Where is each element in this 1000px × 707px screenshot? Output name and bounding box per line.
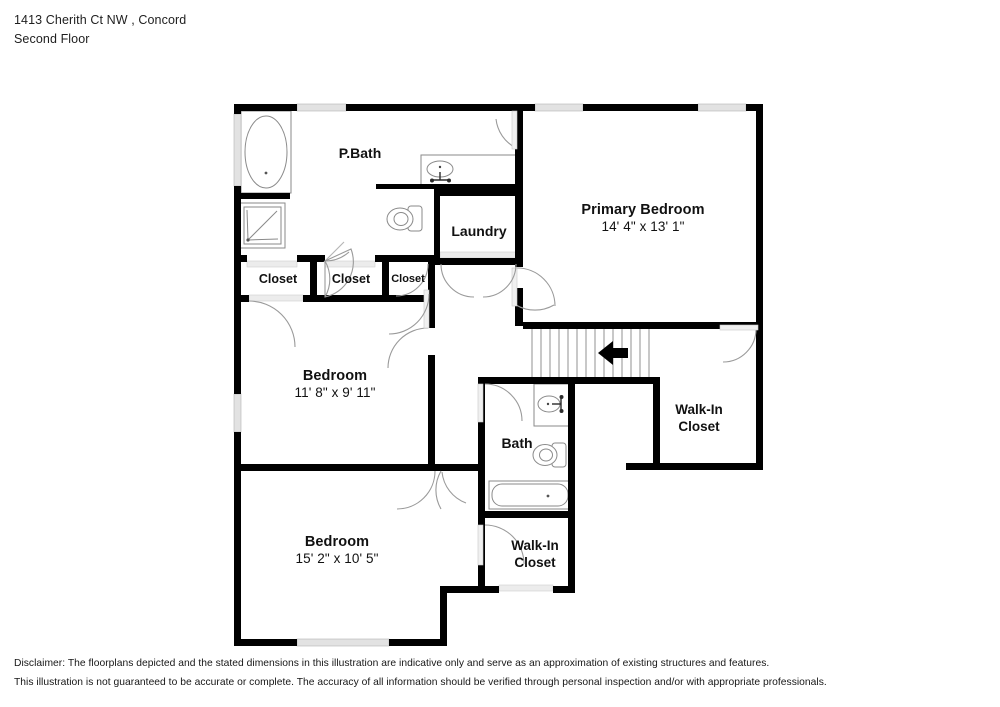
wall-stairs-bottom-left [478,377,582,384]
wall-walkin-left [653,377,660,467]
wall-closet-div-2 [382,255,389,302]
wall-bath-bottom [478,511,575,518]
opening-laundry [439,251,519,259]
window-top-primary-right [697,103,747,112]
wall-pbath-vanity [376,184,521,189]
opening-bedroom1-closet [248,294,304,302]
floor-label: Second Floor [14,32,90,47]
wall-closets-top-3 [375,255,435,262]
wall-closets-bottom-1 [234,295,249,302]
disclaimer-line-1: Disclaimer: The floorplans depicted and … [14,658,770,669]
window-top-primary-left [534,103,584,112]
plan-header: 1413 Cherith Ct NW , Concord Second Floo… [14,11,186,50]
hall-bath-sink-icon [533,383,571,427]
wall-bath-right [568,377,575,590]
wall-primary-left-mid [515,189,523,267]
wall-bedroom1-bottom-1 [234,464,435,471]
window-bottom-bedroom2 [296,638,390,647]
wall-tub-bottom [234,193,290,199]
wall-laundry-top [434,189,522,196]
wall-hall-left-1 [428,255,435,328]
wall-bottom-2 [389,639,447,646]
wall-top-3 [583,104,698,111]
wall-bath-left [478,377,485,590]
window-left-bedroom1 [233,393,242,433]
wall-laundry-bottom [434,258,522,265]
stairs-direction-arrow-icon [598,341,628,365]
wall-hall-left-2 [428,355,435,471]
wall-stairs-bottom-right [575,377,660,384]
wall-closets-bottom-2 [303,295,435,302]
wall-top-4 [746,104,763,111]
wall-step-vert [440,593,447,646]
disclaimer-line-2: This illustration is not guaranteed to b… [14,677,827,689]
opening-walkin-lower [498,584,554,592]
primary-bath-sink-icon [420,154,522,188]
hall-bath-toilet-icon [532,442,567,468]
wall-step-horiz [440,586,499,593]
primary-bath-shower-icon [239,202,286,249]
fixtures-group [239,110,572,510]
wall-step-horiz-2 [553,586,575,593]
wall-left-3 [234,432,241,646]
staircase [523,329,660,377]
wall-closets-top-1 [234,255,247,262]
wall-walkin-bottom [626,463,763,470]
opening-closet1 [246,260,298,268]
doors-group [248,110,759,566]
window-top-pbath [296,103,347,112]
wall-left-1 [234,104,241,114]
wall-bedroom1-bottom-2 [428,464,478,471]
wall-primary-left-upper [515,111,523,201]
wall-bottom-1 [234,639,297,646]
wall-top-1 [234,104,297,111]
window-left-pbath [233,113,242,187]
opening-closet2 [324,260,376,268]
walls-group [234,104,763,646]
primary-bath-tub-icon [240,110,292,194]
hall-bath-tub-icon [488,480,572,510]
wall-stairs-top [523,322,763,329]
disclaimer: Disclaimer: The floorplans depicted and … [14,654,827,692]
wall-closet-div-1 [310,255,317,302]
wall-left-2 [234,186,241,394]
wall-right-1 [756,104,763,470]
property-address: 1413 Cherith Ct NW , Concord [14,13,187,27]
wall-laundry-left [434,195,440,261]
primary-bath-toilet-icon [386,205,423,232]
wall-top-2 [346,104,535,111]
